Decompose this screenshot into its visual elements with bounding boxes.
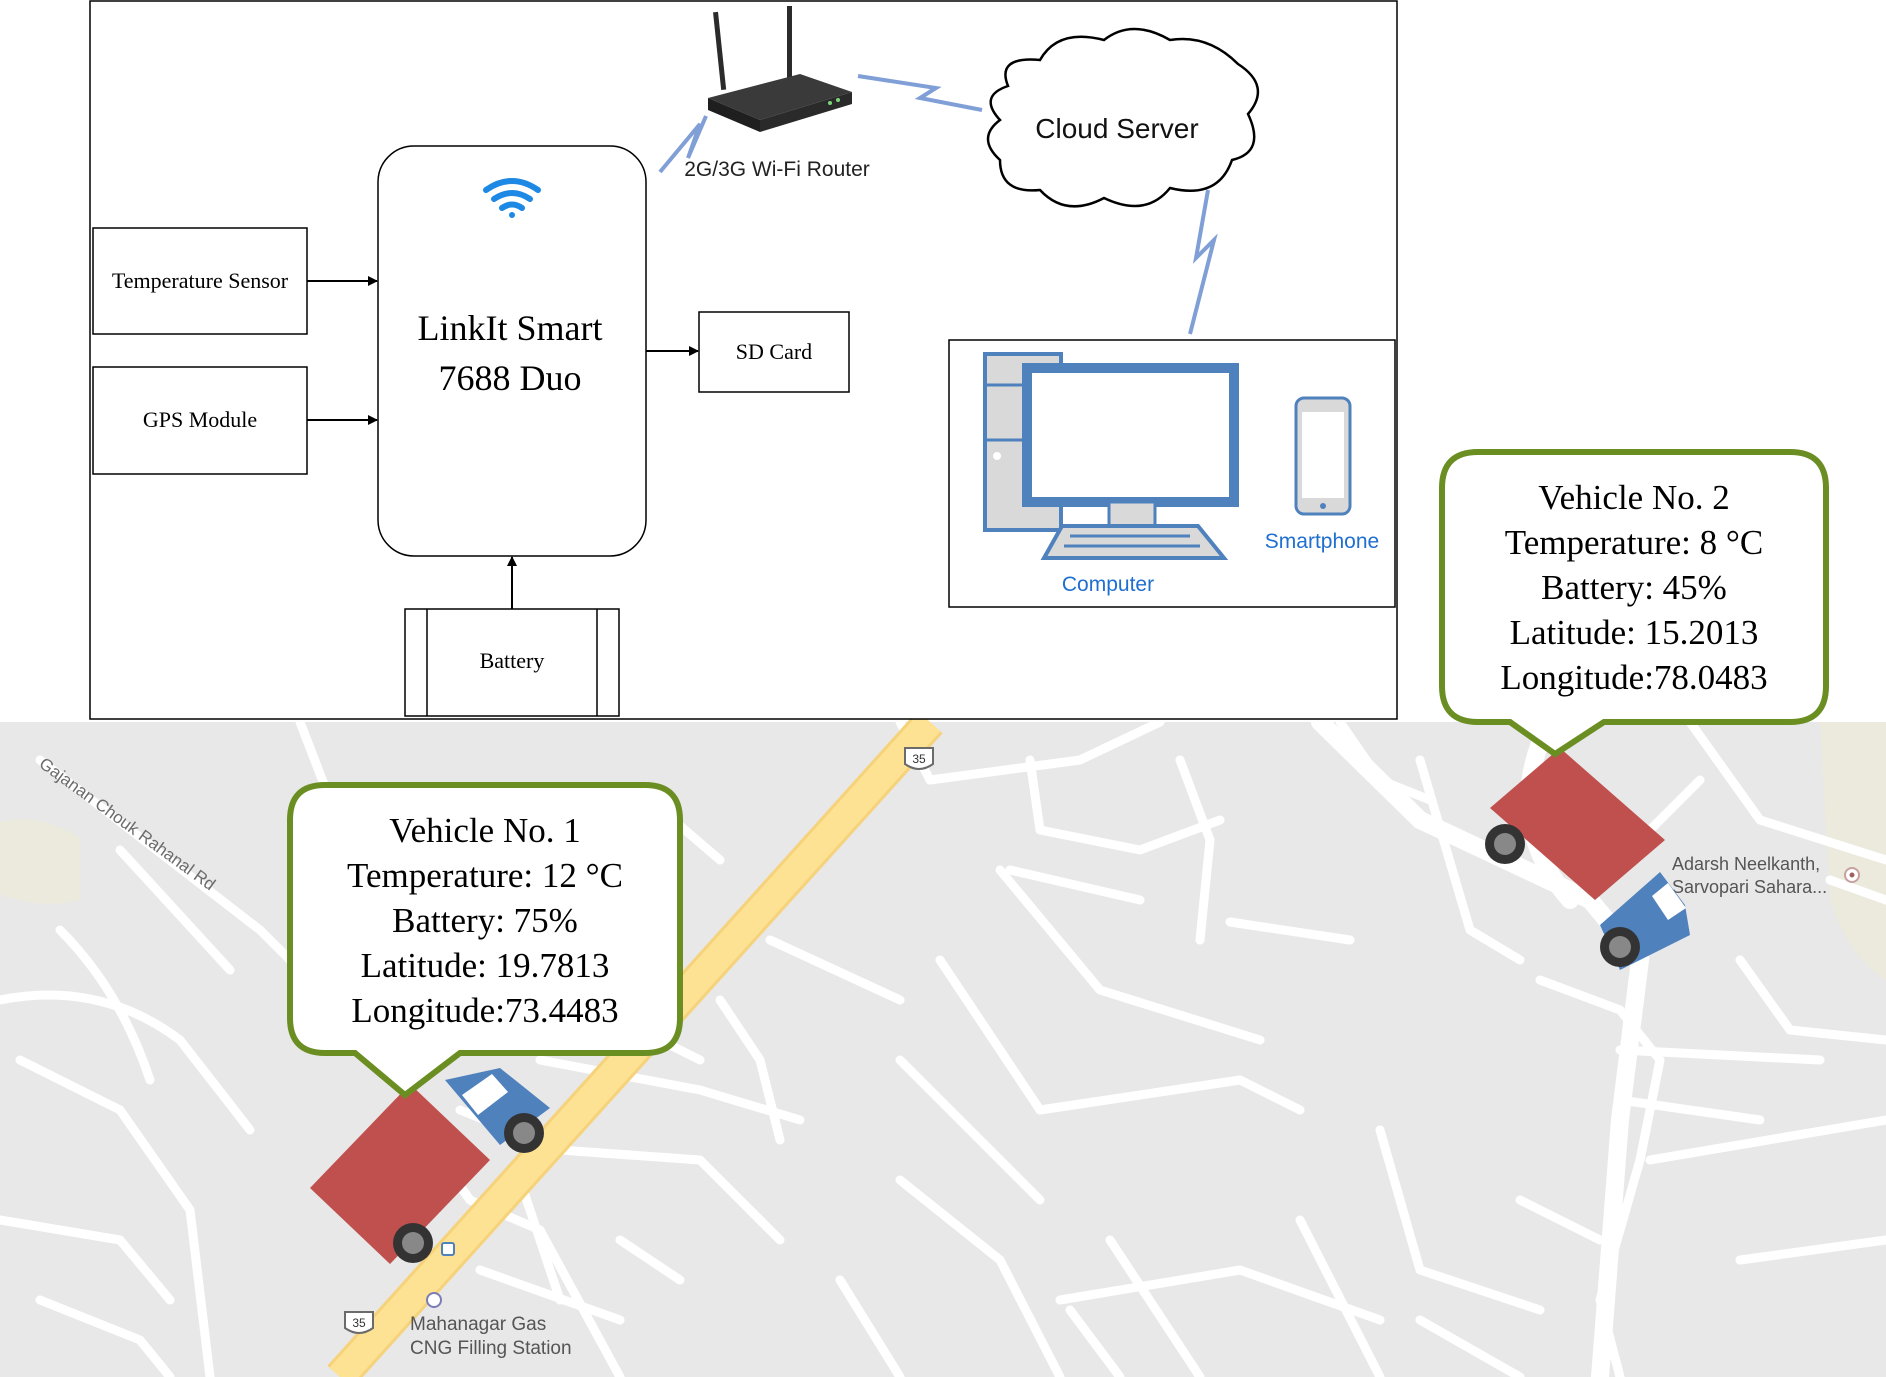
computer-icon <box>983 352 1239 560</box>
battery-label: Battery <box>480 648 545 673</box>
bus-stop-icon[interactable] <box>441 1242 455 1256</box>
vehicle-1-longitude: Longitude:73.4483 <box>351 991 618 1030</box>
temperature-sensor-label: Temperature Sensor <box>112 268 289 293</box>
vehicle-2-temperature: Temperature: 8 °C <box>1505 523 1763 562</box>
map[interactable]: 35 35 Gajanan Chouk Rahanal Rd Mahanagar… <box>0 710 1886 1377</box>
smartphone-icon <box>1294 396 1352 516</box>
route-shield: 35 <box>344 1311 374 1334</box>
poi-marker-dot <box>1849 872 1855 878</box>
vehicle-2-info-callout[interactable]: Vehicle No. 2 Temperature: 8 °C Battery:… <box>1439 449 1829 758</box>
route-number-label: 35 <box>912 752 926 766</box>
poi-label-station-line1[interactable]: Mahanagar Gas <box>410 1314 546 1335</box>
gps-module-label: GPS Module <box>143 407 257 432</box>
sd-card-label: SD Card <box>736 339 812 364</box>
board-name-line1: LinkIt Smart <box>418 308 603 348</box>
vehicle-2-title: Vehicle No. 2 <box>1538 478 1729 517</box>
vehicle-1-temperature: Temperature: 12 °C <box>347 856 623 895</box>
map-park-area <box>0 819 80 904</box>
cloud-server-label: Cloud Server <box>1035 113 1198 144</box>
wifi-icon <box>483 178 541 218</box>
truck-vehicle-2-icon[interactable] <box>1485 748 1690 970</box>
vehicle-1-latitude: Latitude: 19.7813 <box>361 946 610 985</box>
computer-label: Computer <box>1062 573 1154 596</box>
route-shield: 35 <box>904 747 934 770</box>
vehicle-2-longitude: Longitude:78.0483 <box>1500 658 1767 697</box>
router-icon <box>708 6 852 132</box>
gps-module-box <box>92 366 308 475</box>
router-label: 2G/3G Wi-Fi Router <box>684 158 870 181</box>
temperature-sensor-box <box>92 227 308 335</box>
gas-station-icon[interactable] <box>426 1292 442 1308</box>
wireless-link-router-cloud <box>857 74 983 112</box>
board-name-line2: 7688 Duo <box>439 358 582 398</box>
cloud-server-icon <box>986 27 1260 208</box>
route-number-label: 35 <box>352 1316 366 1330</box>
system-block-diagram: Temperature Sensor GPS Module LinkIt Sma… <box>89 0 1398 720</box>
poi-label-station-line2[interactable]: CNG Filling Station <box>410 1338 572 1359</box>
sd-card-box <box>698 311 850 393</box>
truck-vehicle-1-icon[interactable] <box>310 1068 550 1264</box>
vehicle-1-battery: Battery: 75% <box>392 901 578 940</box>
poi-label-adarsh-line1[interactable]: Adarsh Neelkanth, <box>1672 854 1820 874</box>
vehicle-2-latitude: Latitude: 15.2013 <box>1510 613 1759 652</box>
poi-label-adarsh-line2[interactable]: Sarvopari Sahara... <box>1672 877 1827 897</box>
wireless-link-board-router <box>658 115 708 174</box>
smartphone-label: Smartphone <box>1265 530 1379 553</box>
wireless-link-cloud-devices <box>1188 189 1218 335</box>
vehicle-2-battery: Battery: 45% <box>1541 568 1727 607</box>
vehicle-1-title: Vehicle No. 1 <box>389 811 580 850</box>
vehicle-1-info-callout[interactable]: Vehicle No. 1 Temperature: 12 °C Battery… <box>287 782 683 1099</box>
